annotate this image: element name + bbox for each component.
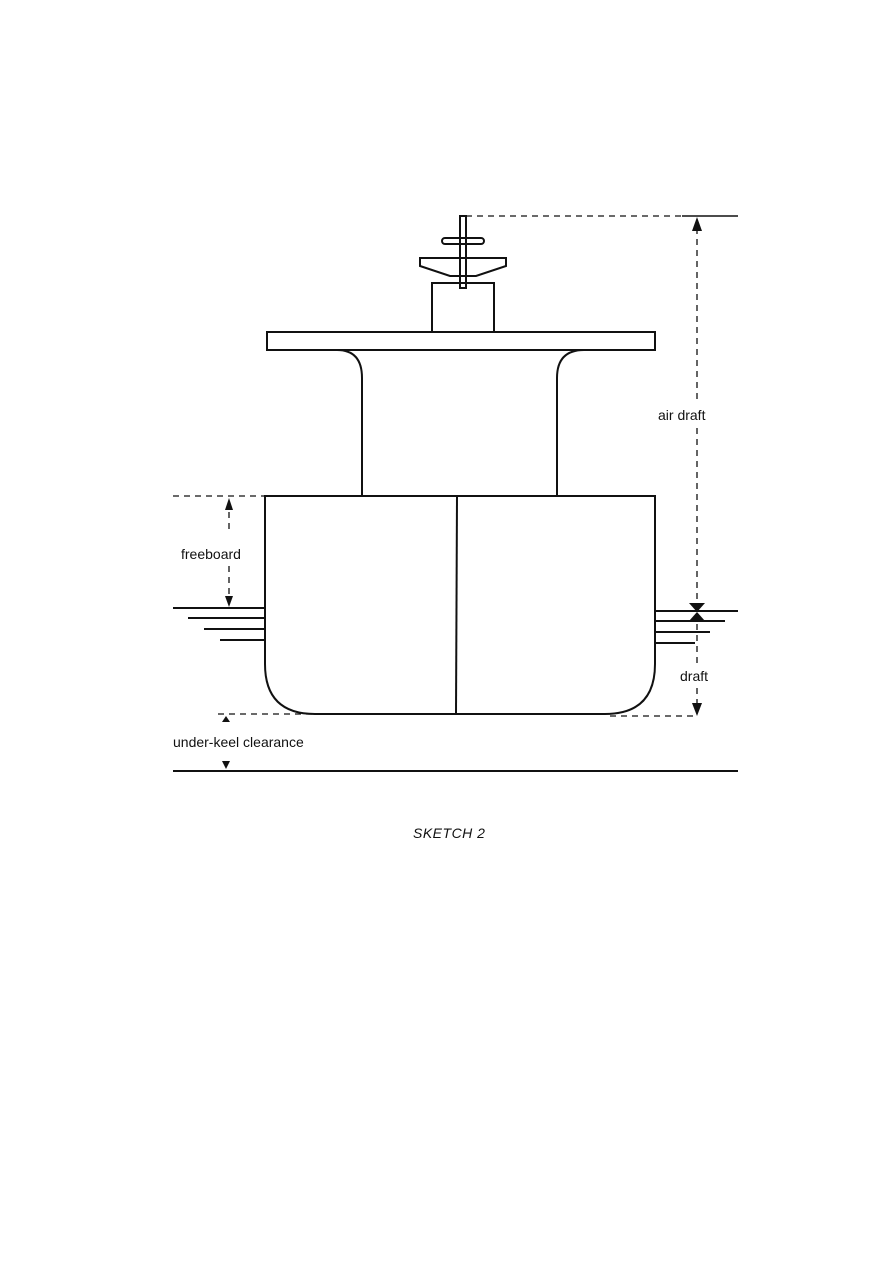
freeboard-top-arrow (225, 498, 233, 510)
sketch-caption: SKETCH 2 (413, 825, 485, 841)
freeboard-label: freeboard (181, 546, 241, 562)
superstructure-left-wall (336, 349, 363, 497)
superstructure-right-wall (556, 349, 585, 497)
freeboard-dimension (173, 495, 265, 607)
upper-deck (266, 331, 656, 351)
waterline-marker-bottom (689, 612, 705, 621)
under-keel-clearance-dimension (218, 713, 315, 769)
ukc-top-arrow (222, 716, 230, 722)
mast (419, 215, 507, 289)
ukc-bottom-arrow (222, 761, 230, 769)
draft-label: draft (680, 668, 708, 684)
freeboard-bottom-arrow (225, 596, 233, 607)
air-draft-label: air draft (658, 407, 706, 423)
air-draft-dimension (466, 215, 738, 612)
draft-bottom-arrow (692, 703, 702, 716)
waterline-marker-top (689, 603, 705, 612)
bridge-block (431, 282, 495, 333)
under-keel-clearance-label: under-keel clearance (173, 734, 304, 750)
hull-center-line (455, 495, 458, 715)
air-draft-top-arrow (692, 217, 702, 231)
draft-dimension (610, 612, 705, 717)
waterline-left (173, 607, 265, 641)
hull (264, 495, 656, 715)
